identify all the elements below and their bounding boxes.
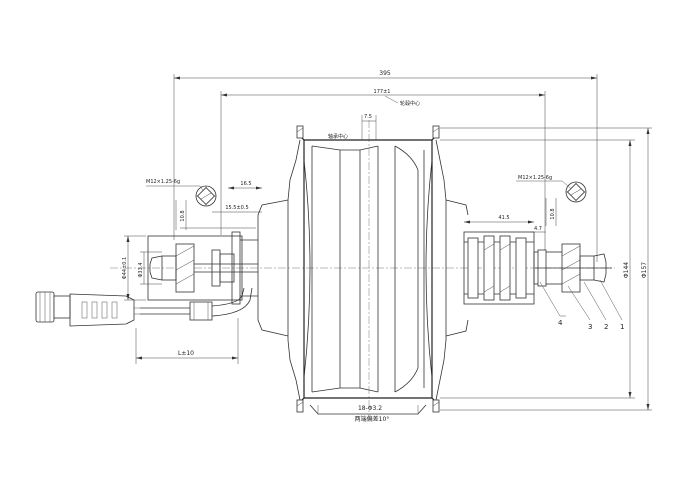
motor-cable: [140, 287, 253, 321]
dimension-total-length: 395: [173, 70, 598, 262]
left-axle-assembly: [147, 231, 258, 305]
cable-connector: [35, 291, 140, 327]
label-axle-center: 轴承中心: [328, 133, 348, 140]
right-spacing-label: 41.5: [498, 215, 509, 221]
callout-1: 1: [620, 323, 624, 331]
hub-width-label: 177±1: [374, 89, 391, 95]
left-flat-label: 10.8: [180, 210, 186, 221]
dimension-cable-length: L±10: [135, 318, 239, 364]
left-spacing-label: 16.5: [240, 181, 251, 187]
left-thread-label: M12×1.25-6g: [146, 179, 180, 185]
dimension-hub-width: 177±1 轮毂中心: [220, 89, 546, 265]
hub-shell: [257, 125, 469, 413]
left-dia-inner-label: Φ33.4: [138, 262, 144, 277]
spoke-angle-label: 两端偏差10°: [355, 415, 390, 423]
offset-label: 7.5: [364, 114, 372, 120]
left-dia-outer-label: Φ44±0.1: [122, 257, 128, 279]
left-dimensions: Φ44±0.1 Φ33.4 16.5 15.5±0.5 10.8 M12×1.2…: [122, 179, 262, 301]
right-sub-label: 4.7: [534, 226, 542, 232]
right-flat-label: 10.8: [550, 208, 556, 219]
part-callouts: 4 3 2 1: [539, 279, 624, 331]
dia-157-label: Φ157: [641, 262, 648, 278]
callout-4: 4: [558, 319, 563, 327]
spoke-holes-label: 18-Φ3.2: [358, 405, 382, 412]
label-center: 轮毂中心: [400, 100, 420, 107]
right-dimensions: 41.5 4.7 10.8 M12×1.25-6g Φ144 Φ157: [440, 127, 652, 411]
cable-length-label: L±10: [178, 350, 194, 357]
callout-2: 2: [604, 323, 608, 331]
total-length-label: 395: [379, 70, 391, 77]
dia-144-label: Φ144: [623, 262, 630, 278]
freewheel-assembly: [463, 231, 612, 305]
right-thread-label: M12×1.25-6g: [518, 175, 552, 181]
left-sub-label: 15.5±0.5: [225, 205, 248, 211]
spoke-hole-callout: 18-Φ3.2 两端偏差10°: [309, 404, 427, 423]
callout-3: 3: [588, 323, 592, 331]
